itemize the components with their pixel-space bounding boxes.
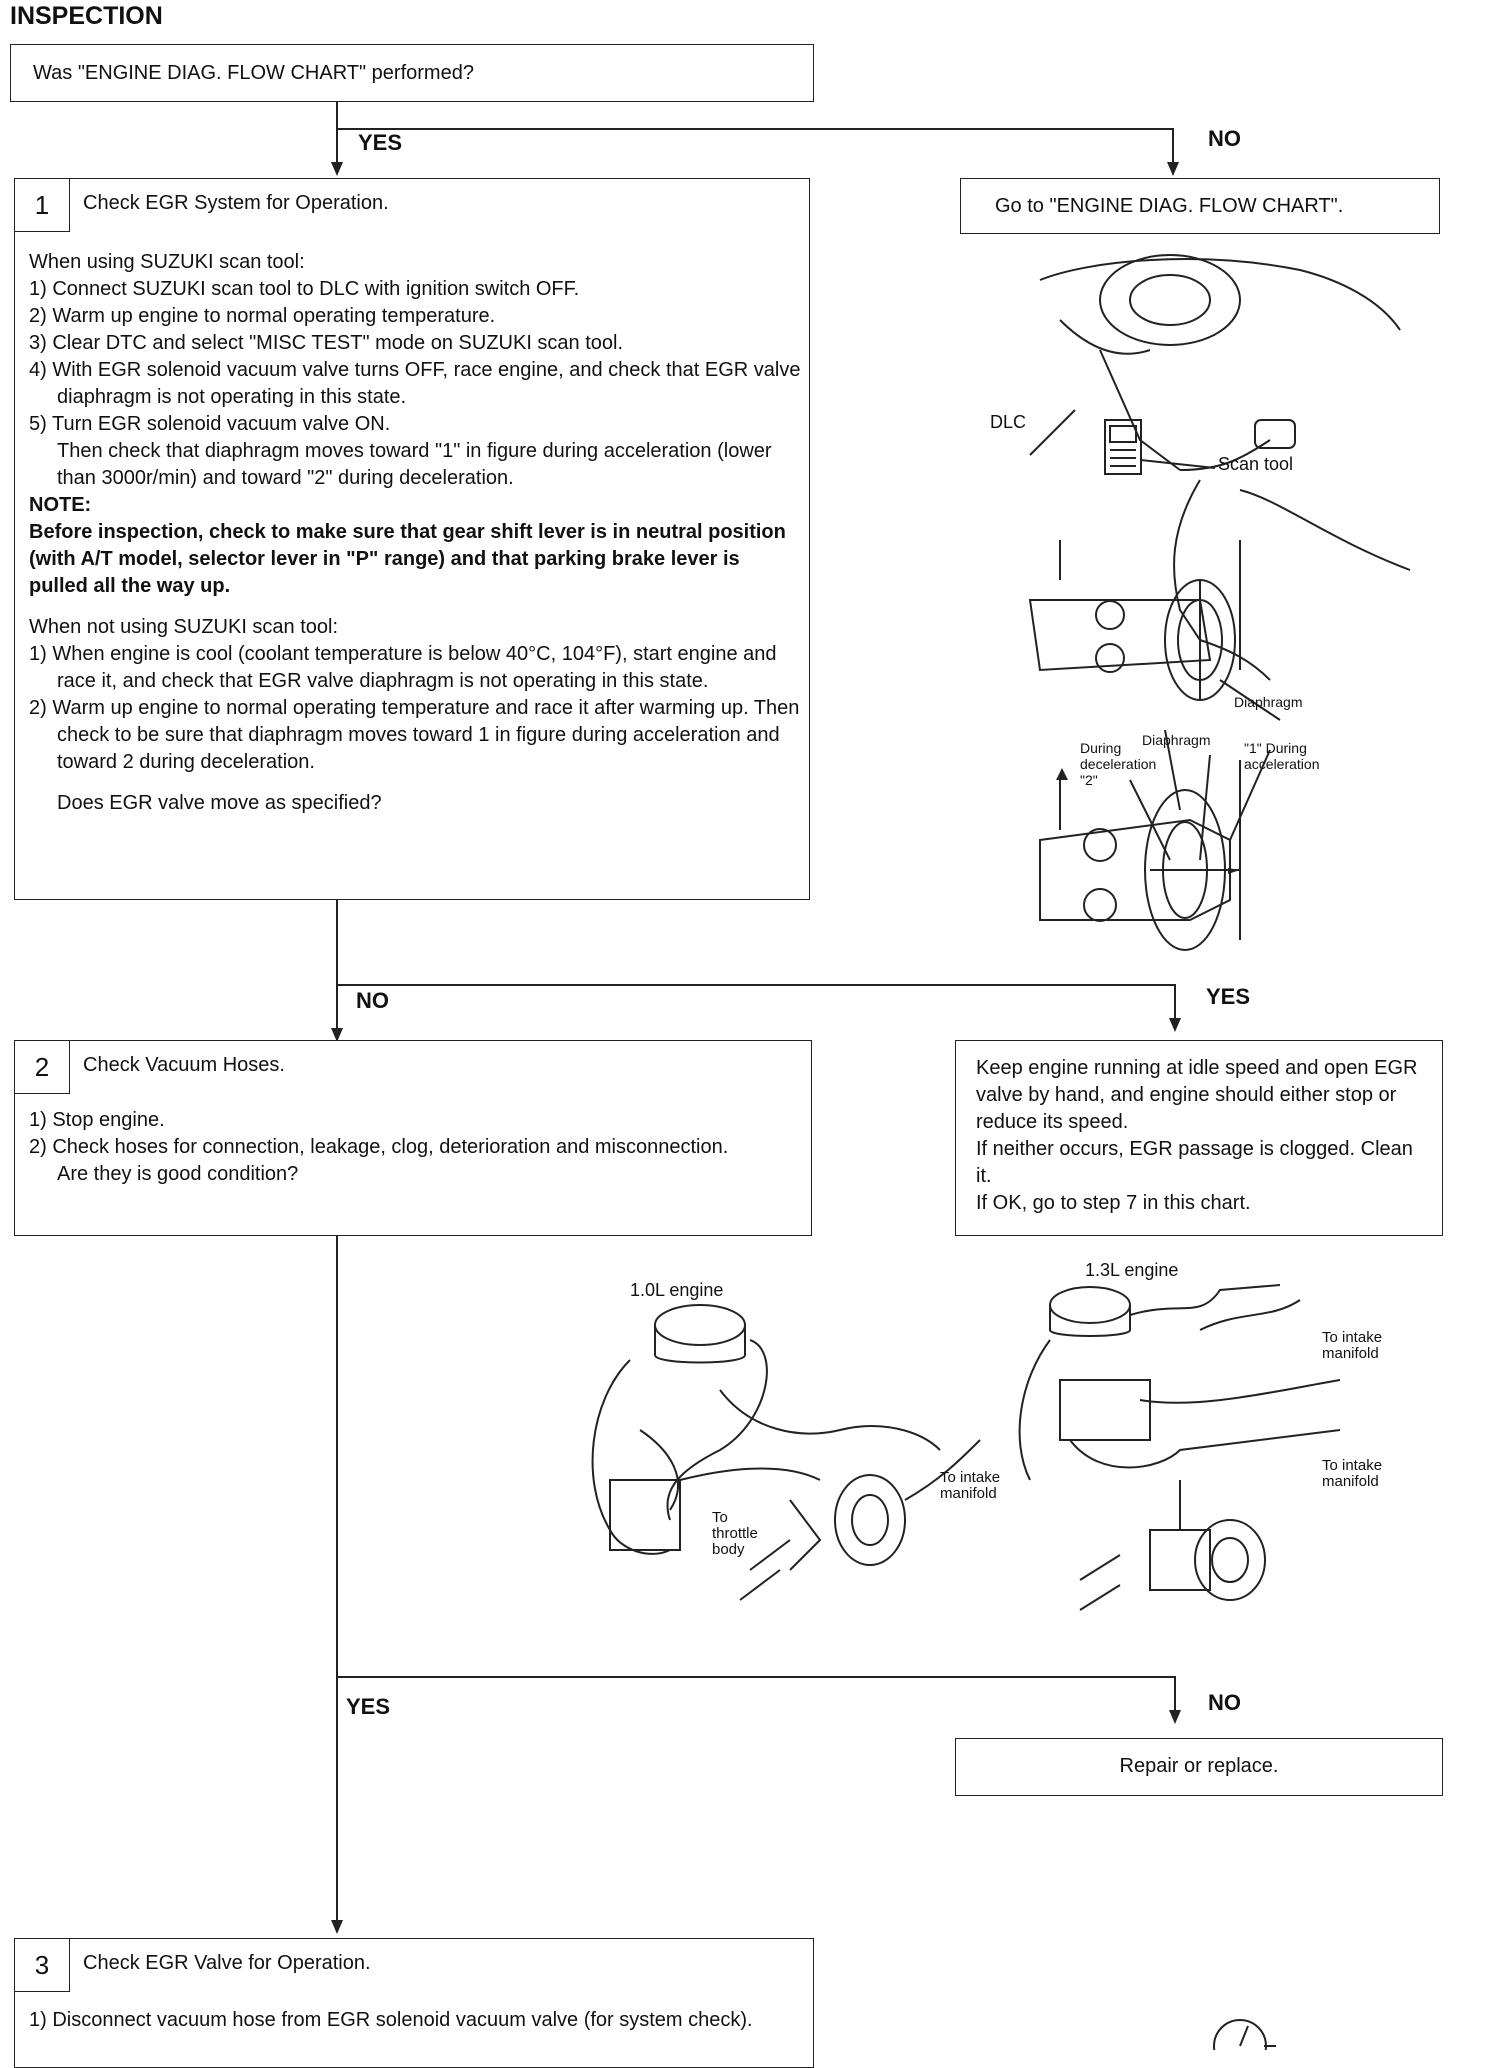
step-number: 3 — [15, 1939, 70, 1992]
no-label: NO — [1208, 1690, 1241, 1715]
egr-passage-line: Keep engine running at idle speed and op… — [976, 1057, 1418, 1133]
goto-flowchart-text: Go to "ENGINE DIAG. FLOW CHART". — [995, 195, 1344, 217]
repair-box: Repair or replace. — [955, 1738, 1443, 1796]
page-title: INSPECTION — [10, 2, 163, 30]
scan-step: 3) Clear DTC and select "MISC TEST" mode… — [29, 332, 624, 354]
egr-passage-text: Keep engine running at idle speed and op… — [976, 1055, 1426, 1217]
arrow-down-icon — [1169, 1710, 1181, 1724]
scan-intro: When using SUZUKI scan tool: — [29, 251, 305, 273]
step1-body: When using SUZUKI scan tool: 1) Connect … — [29, 249, 801, 817]
engine-10-label: 1.0L engine — [630, 1280, 724, 1300]
scan-step: 4) With EGR solenoid vacuum valve turns … — [29, 359, 801, 408]
step-number: 1 — [15, 179, 70, 232]
connector — [336, 900, 338, 1042]
throttle-label: To throttle body — [712, 1509, 758, 1558]
step2-line: 2) Check hoses for connection, leakage, … — [29, 1136, 729, 1158]
arrow-down-icon — [1167, 162, 1179, 176]
step-title: Check EGR Valve for Operation. — [83, 1952, 371, 1974]
scan-step: 2) Warm up engine to normal operating te… — [29, 305, 496, 327]
decel-label: During deceleration "2" — [1080, 740, 1157, 788]
no-label: NO — [356, 988, 389, 1013]
connector — [336, 984, 1176, 986]
scan-tool-label: Scan tool — [1218, 454, 1294, 474]
step3-line: 1) Disconnect vacuum hose from EGR solen… — [29, 2009, 753, 2031]
accel-label: "1" During acceleration — [1244, 740, 1320, 772]
arrow-down-icon — [331, 1028, 343, 1042]
connector — [1172, 128, 1174, 168]
step2-question: Are they is good condition? — [57, 1163, 299, 1185]
note-text: Before inspection, check to make sure th… — [29, 521, 786, 597]
noscan-intro: When not using SUZUKI scan tool: — [29, 616, 339, 638]
egr-passage-line: If OK, go to step 7 in this chart. — [976, 1192, 1251, 1214]
egr-diaphragm-illustration — [1028, 254, 1411, 951]
egr-passage-box: Keep engine running at idle speed and op… — [955, 1040, 1443, 1236]
egr-passage-line: If neither occurs, EGR passage is clogge… — [976, 1138, 1413, 1187]
step3-box: 3 Check EGR Valve for Operation. 1) Disc… — [14, 1938, 814, 2068]
arrow-down-icon — [1169, 1018, 1181, 1032]
intake-label: To intake manifold — [940, 1469, 1001, 1502]
yes-label: YES — [1206, 984, 1251, 1009]
step2-body: 1) Stop engine. 2) Check hoses for conne… — [29, 1107, 801, 1188]
scan-step: 1) Connect SUZUKI scan tool to DLC with … — [29, 278, 580, 300]
scan-step: 5) Turn EGR solenoid vacuum valve ON. — [29, 413, 391, 435]
no-label: NO — [1208, 126, 1241, 151]
step2-line: 1) Stop engine. — [29, 1109, 165, 1131]
diaphragm-label-2: Diaphragm — [1142, 732, 1211, 748]
yes-label: YES — [358, 130, 403, 155]
vacuum-hose-illustration — [591, 1284, 1341, 1611]
repair-text: Repair or replace. — [1119, 1755, 1279, 1777]
connector — [1174, 1676, 1176, 1716]
goto-flowchart-box: Go to "ENGINE DIAG. FLOW CHART". — [960, 178, 1440, 234]
diaphragm-label: Diaphragm — [1234, 694, 1303, 710]
connector — [336, 1676, 1176, 1678]
engine-13-label: 1.3L engine — [1085, 1260, 1179, 1280]
note-label: NOTE: — [29, 494, 92, 516]
step1-box: 1 Check EGR System for Operation. When u… — [14, 178, 810, 900]
connector — [336, 128, 1174, 130]
connector — [336, 102, 338, 172]
step-question: Does EGR valve move as specified? — [57, 792, 382, 814]
noscan-step: 2) Warm up engine to normal operating te… — [29, 697, 800, 773]
question-box: Was "ENGINE DIAG. FLOW CHART" performed? — [10, 44, 814, 102]
question-text: Was "ENGINE DIAG. FLOW CHART" performed? — [33, 62, 474, 84]
noscan-step: 1) When engine is cool (coolant temperat… — [29, 643, 777, 692]
dlc-label: DLC — [990, 412, 1027, 432]
arrow-down-icon — [331, 1920, 343, 1934]
scan-step: Then check that diaphragm moves toward "… — [57, 440, 772, 489]
step-title: Check EGR System for Operation. — [83, 192, 389, 214]
arrow-down-icon — [331, 162, 343, 176]
step2-box: 2 Check Vacuum Hoses. 1) Stop engine. 2)… — [14, 1040, 812, 1236]
connector — [336, 1236, 338, 1932]
step-title: Check Vacuum Hoses. — [83, 1054, 285, 1076]
intake-label-3: To intake manifold — [1322, 1457, 1383, 1490]
step-number: 2 — [15, 1041, 70, 1094]
vacuum-gauge-icon — [1213, 2019, 1276, 2050]
connector — [1174, 984, 1176, 1024]
intake-label-2: To intake manifold — [1322, 1329, 1383, 1362]
yes-label: YES — [346, 1694, 391, 1719]
